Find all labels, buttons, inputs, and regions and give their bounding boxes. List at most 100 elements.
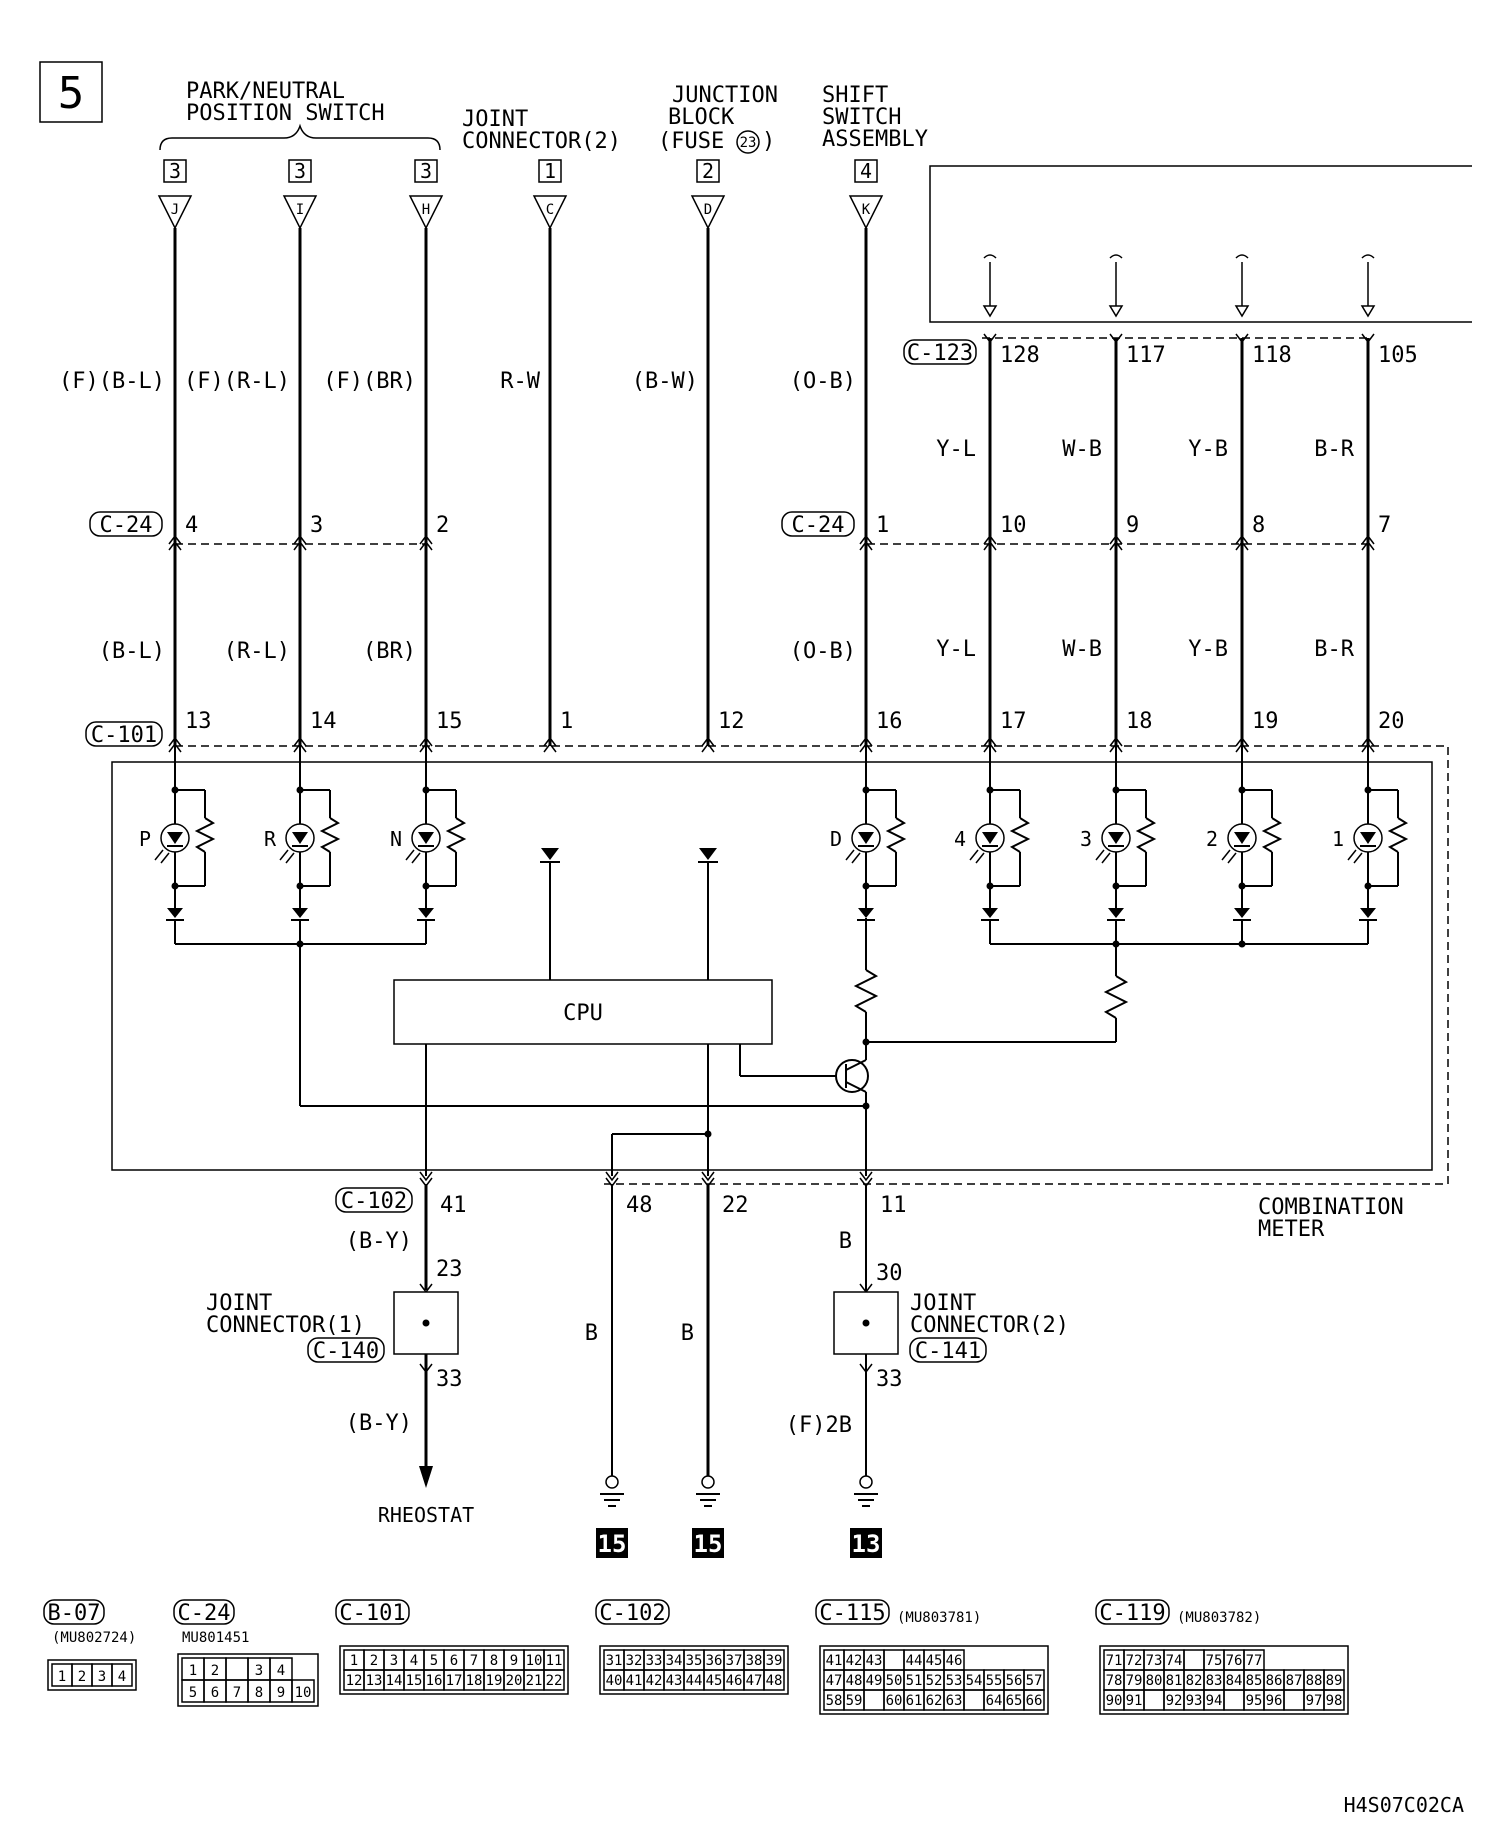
c123-pin: 105 <box>1378 343 1418 368</box>
ground-2-wire: B <box>681 1321 694 1346</box>
connector-view-id-tag <box>43 1599 105 1625</box>
diode-d-line <box>698 848 718 863</box>
wire-color-lower: (BR) <box>363 639 416 664</box>
cpu-label: CPU <box>563 1001 603 1026</box>
page-number-box <box>39 61 103 123</box>
cavity-number: 14 <box>386 1673 403 1689</box>
connector-view-part: MU801451 <box>182 1630 249 1646</box>
cavity-number: 87 <box>1286 1673 1303 1689</box>
terminal-letter: J <box>171 202 179 218</box>
cavity-number: 8 <box>255 1685 263 1701</box>
cavity-number: 84 <box>1226 1673 1243 1689</box>
cavity-number: 8 <box>490 1653 498 1669</box>
terminal-num-box <box>414 159 438 183</box>
connector-view-id: C-119 <box>1099 1601 1165 1626</box>
cavity-number: 41 <box>626 1673 643 1689</box>
c24-tag-right <box>781 511 855 537</box>
c101-connector-mark <box>419 736 433 747</box>
c24-pin: 2 <box>436 513 449 538</box>
lamp-node <box>422 882 430 890</box>
cavity-number: 38 <box>746 1653 763 1669</box>
cavity-number: 11 <box>546 1653 563 1669</box>
c140-tag <box>307 1337 385 1363</box>
light-ray <box>405 849 415 861</box>
cavity-number: 2 <box>370 1653 378 1669</box>
combination-meter-label-2: METER <box>1258 1217 1325 1242</box>
c24-connector-mark <box>859 540 873 551</box>
resistor <box>1135 817 1157 853</box>
cavity-number: 5 <box>189 1685 197 1701</box>
connector-cavity <box>543 1669 565 1691</box>
c24-label-left: C-24 <box>100 513 153 538</box>
led-triangle <box>292 832 308 844</box>
rheostat-label: RHEOSTAT <box>378 1503 474 1527</box>
fuse-number: 23 <box>740 135 757 151</box>
wire-color-lower: B-R <box>1314 637 1354 662</box>
connector-view-body <box>599 1645 789 1695</box>
cavity-number: 53 <box>946 1673 963 1689</box>
junction-block-close: ) <box>762 129 775 154</box>
resistor <box>194 817 216 853</box>
connector-cavity <box>1323 1689 1345 1711</box>
cavity-number: 43 <box>666 1673 683 1689</box>
jc2-out-pin: 33 <box>876 1367 903 1392</box>
c101-connector-mark <box>859 742 873 753</box>
cavity-number: 64 <box>986 1693 1003 1709</box>
wire-color-lower: (O-B) <box>790 639 856 664</box>
cavity-number: 17 <box>446 1673 463 1689</box>
c101-connector-mark <box>1109 742 1123 753</box>
wire-color-lower: W-B <box>1062 637 1102 662</box>
cavity-number: 21 <box>526 1673 543 1689</box>
ground-number-box <box>596 1528 628 1558</box>
resistor <box>1261 817 1283 853</box>
lamp-node <box>1364 882 1372 890</box>
connector-view-id-tag <box>1095 1599 1170 1625</box>
cavity-number: 33 <box>646 1653 663 1669</box>
terminal-num-box <box>163 159 187 183</box>
terminal-num: 4 <box>860 159 872 183</box>
c24-connector-mark <box>1235 540 1249 551</box>
lamp-label: 2 <box>1206 827 1218 851</box>
combination-meter-label-1: COMBINATION <box>1258 1195 1404 1220</box>
lamp-node <box>171 882 179 890</box>
cavity-number: 77 <box>1246 1653 1263 1669</box>
lamp-diode <box>167 908 183 918</box>
cavity-number: 40 <box>606 1673 623 1689</box>
c123-pin: 128 <box>1000 343 1040 368</box>
terminal-letter: H <box>422 202 430 218</box>
cavity-number: 85 <box>1246 1673 1263 1689</box>
cavity-number: 18 <box>466 1673 483 1689</box>
cavity-number: 97 <box>1306 1693 1323 1709</box>
c24-pin: 9 <box>1126 513 1139 538</box>
c101-connector-mark <box>983 742 997 753</box>
ground-3-wire-lower: (F)2B <box>786 1413 852 1438</box>
terminal-triangle <box>157 195 193 230</box>
wire-color-upper: (F)(R-L) <box>184 369 290 394</box>
light-ray <box>285 852 295 864</box>
cavity-number: 59 <box>846 1693 863 1709</box>
ground-1-wire: B <box>585 1321 598 1346</box>
ground-2: 15 <box>692 1475 724 1558</box>
cavity-number: 90 <box>1106 1693 1123 1709</box>
jc1-out-pin: 33 <box>436 1367 463 1392</box>
lamp-diode <box>1108 908 1124 918</box>
cavity-number: 34 <box>666 1653 683 1669</box>
cavity-number: 6 <box>450 1653 458 1669</box>
top-terminal-2: 3I(F)(R-L)3(R-L)14 <box>184 159 337 753</box>
c24-tag-left <box>89 511 163 537</box>
c101-pin: 17 <box>1000 709 1027 734</box>
lamp-node <box>862 882 870 890</box>
wire-color-upper: W-B <box>1062 437 1102 462</box>
c24-connector-mark <box>859 534 873 545</box>
cavity-number: 10 <box>526 1653 543 1669</box>
c101-label: C-101 <box>91 723 157 748</box>
c24-connector-mark <box>983 534 997 545</box>
cavity-number: 88 <box>1306 1673 1323 1689</box>
cavity-number: 7 <box>470 1653 478 1669</box>
